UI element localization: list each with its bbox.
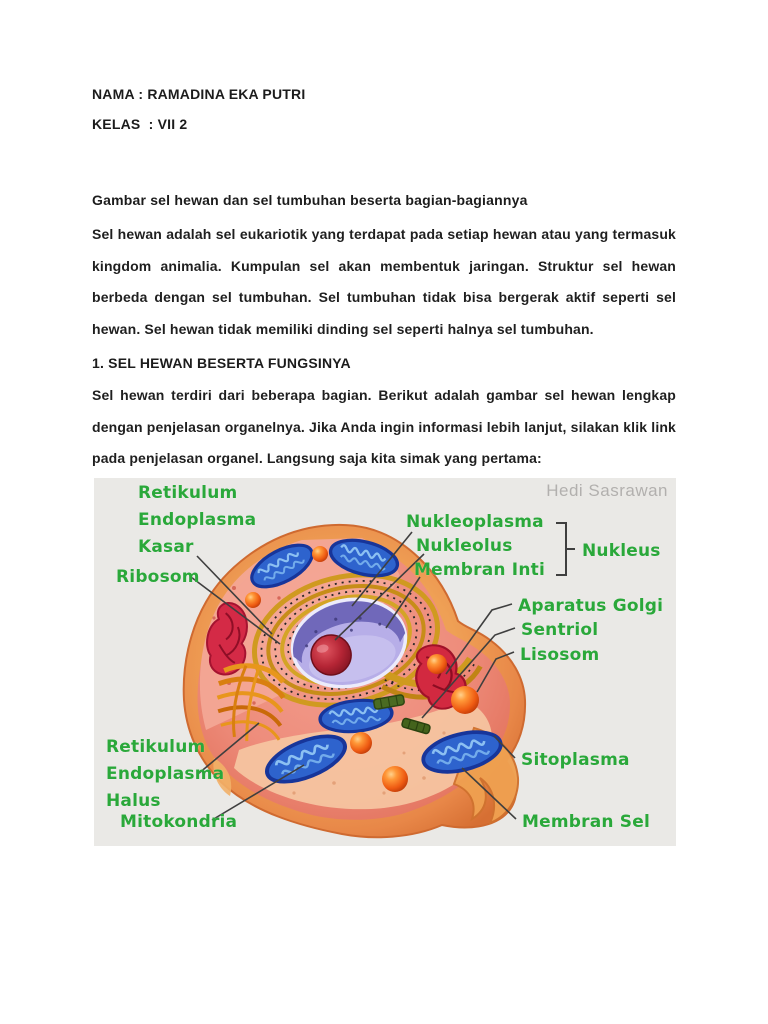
animal-cell-figure: Hedi Sasrawan Retikulum Endoplasma Kasar… xyxy=(94,478,676,846)
label-sitoplasma: Sitoplasma xyxy=(521,750,630,770)
label-lisosom: Lisosom xyxy=(520,645,600,665)
animal-cell-illustration xyxy=(182,522,575,839)
lysosome-shapes xyxy=(245,546,479,792)
label-mitokondria: Mitokondria xyxy=(120,812,238,832)
section1-heading: 1. SEL HEWAN BESERTA FUNGSINYA xyxy=(92,355,351,371)
nucleus-shape xyxy=(290,597,408,689)
nucleus-bracket xyxy=(556,522,575,576)
label-sentriol: Sentriol xyxy=(521,620,599,640)
label-retikulum-endoplasma-kasar: Retikulum Endoplasma Kasar xyxy=(138,483,257,557)
label-nukleoplasma: Nukleoplasma xyxy=(406,512,544,532)
student-name-line: NAMA : RAMADINA EKA PUTRI xyxy=(92,86,306,102)
label-aparatus-golgi: Aparatus Golgi xyxy=(518,596,664,616)
student-class-line: KELAS : VII 2 xyxy=(92,116,188,132)
red-er-mass-left xyxy=(206,602,248,676)
label-membran-inti: Membran Inti xyxy=(414,560,545,580)
label-retikulum-endoplasma-halus: Retikulum Endoplasma Halus xyxy=(106,737,225,811)
label-nukleolus: Nukleolus xyxy=(416,536,513,556)
label-membran-sel: Membran Sel xyxy=(522,812,651,832)
watermark-text: Hedi Sasrawan xyxy=(546,481,668,500)
centriole-rods xyxy=(373,694,431,735)
section1-paragraph: Sel hewan terdiri dari beberapa bagian. … xyxy=(92,387,676,466)
pointer-lines xyxy=(190,531,517,821)
intro-paragraph: Sel hewan adalah sel eukariotik yang ter… xyxy=(92,226,676,337)
golgi-stack xyxy=(216,663,286,742)
intro-heading: Gambar sel hewan dan sel tumbuhan besert… xyxy=(92,192,528,208)
label-nukleus: Nukleus xyxy=(582,541,661,561)
label-ribosom: Ribosom xyxy=(116,567,200,587)
